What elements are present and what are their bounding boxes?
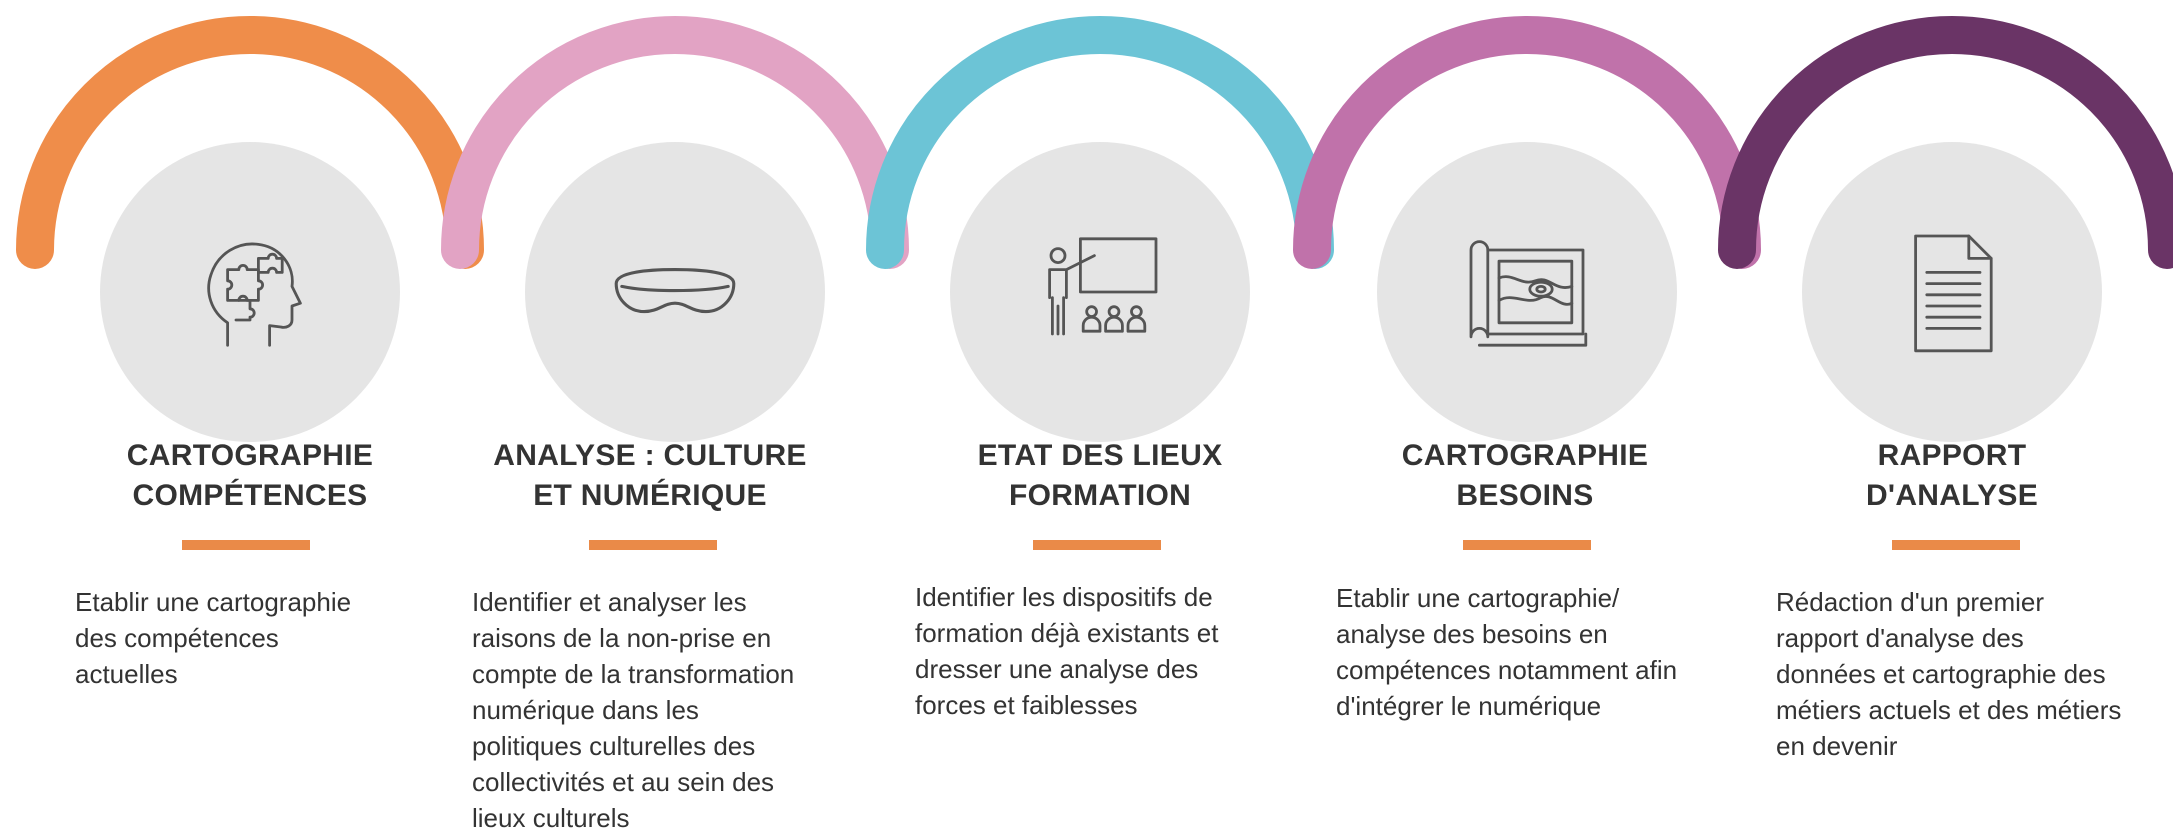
step-3-circle [950, 142, 1250, 442]
step-5-circle [1802, 142, 2102, 442]
step-5-accent-bar [1892, 540, 2020, 550]
step-2-circle [525, 142, 825, 442]
step-3-title-line-1: ETAT DES LIEUX [977, 439, 1223, 472]
step-5-title-line-1: RAPPORT [1877, 439, 2027, 472]
arc-step-2 [441, 16, 909, 269]
step-2-accent-bar [589, 540, 717, 550]
step-3-desc-line: Identifier les dispositifs de [915, 582, 1213, 612]
step-4-title-line-2: BESOINS [1456, 479, 1594, 512]
step-1-desc-line: des compétences [75, 623, 279, 653]
step-3-desc-line: formation déjà existants et [915, 618, 1219, 648]
step-3-accent-bar [1033, 540, 1161, 550]
step-4-title-line-1: CARTOGRAPHIE [1401, 439, 1649, 472]
step-2-desc-line: collectivités et au sein des [472, 767, 775, 797]
step-2-title-line-2: ET NUMÉRIQUE [533, 479, 767, 512]
step-2-desc-line: compte de la transformation [472, 659, 795, 689]
step-4-title: CARTOGRAPHIE BESOINS [1315, 436, 1735, 516]
step-5-desc-line: en devenir [1776, 731, 1898, 761]
step-5-desc-line: données et cartographie des [1776, 659, 2106, 689]
step-2-title: ANALYSE : CULTURE ET NUMÉRIQUE [440, 436, 860, 516]
arc-step-1 [16, 16, 484, 269]
step-1-title-line-2: COMPÉTENCES [132, 479, 368, 512]
step-1-circle [100, 142, 400, 442]
step-2-desc-line: Identifier et analyser les [472, 587, 747, 617]
step-2-desc-line: politiques culturelles des [472, 731, 756, 761]
step-3-desc-line: dresser une analyse des [915, 654, 1199, 684]
step-2-desc-line: lieux culturels [472, 803, 630, 833]
vr-headset-icon [614, 268, 736, 314]
step-5-description: Rédaction d'un premier rapport d'analyse… [1776, 584, 2166, 764]
step-5-title-line-2: D'ANALYSE [1865, 479, 2039, 512]
step-3-title: ETAT DES LIEUX FORMATION [890, 436, 1310, 516]
step-5-title: RAPPORT D'ANALYSE [1742, 436, 2162, 516]
step-1-accent-bar [182, 540, 310, 550]
step-3-description: Identifier les dispositifs de formation … [915, 579, 1305, 723]
document-report-icon [1914, 234, 1993, 353]
step-1-description: Etablir une cartographie des compétences… [75, 584, 465, 692]
step-4-desc-line: d'intégrer le numérique [1336, 691, 1602, 721]
step-4-circle [1377, 142, 1677, 442]
step-1-title: CARTOGRAPHIE COMPÉTENCES [40, 436, 460, 516]
step-2-desc-line: raisons de la non-prise en [472, 623, 772, 653]
step-1-title-line-1: CARTOGRAPHIE [126, 439, 374, 472]
step-4-description: Etablir une cartographie/ analyse des be… [1336, 580, 1726, 724]
step-2-title-line-1: ANALYSE : CULTURE [493, 439, 807, 472]
step-5-desc-line: Rédaction d'un premier [1776, 587, 2044, 617]
arc-step-5 [1718, 16, 2173, 269]
step-4-accent-bar [1463, 540, 1591, 550]
step-2-description: Identifier et analyser les raisons de la… [472, 584, 862, 836]
step-1-desc-line: actuelles [75, 659, 178, 689]
map-blueprint-icon [1469, 240, 1588, 347]
arc-step-3 [866, 16, 1334, 269]
step-5-desc-line: métiers actuels et des métiers [1776, 695, 2122, 725]
arc-step-4 [1293, 16, 1761, 269]
presentation-training-icon [1048, 237, 1158, 336]
step-4-desc-line: Etablir une cartographie/ [1336, 583, 1620, 613]
step-1-desc-line: Etablir une cartographie [75, 587, 352, 617]
step-5-desc-line: rapport d'analyse des [1776, 623, 2024, 653]
step-3-title-line-2: FORMATION [1008, 479, 1192, 512]
step-4-desc-line: compétences notamment afin [1336, 655, 1678, 685]
step-2-desc-line: numérique dans les [472, 695, 699, 725]
step-3-desc-line: forces et faiblesses [915, 690, 1138, 720]
step-4-desc-line: analyse des besoins en [1336, 619, 1608, 649]
brain-puzzle-icon [207, 242, 302, 347]
